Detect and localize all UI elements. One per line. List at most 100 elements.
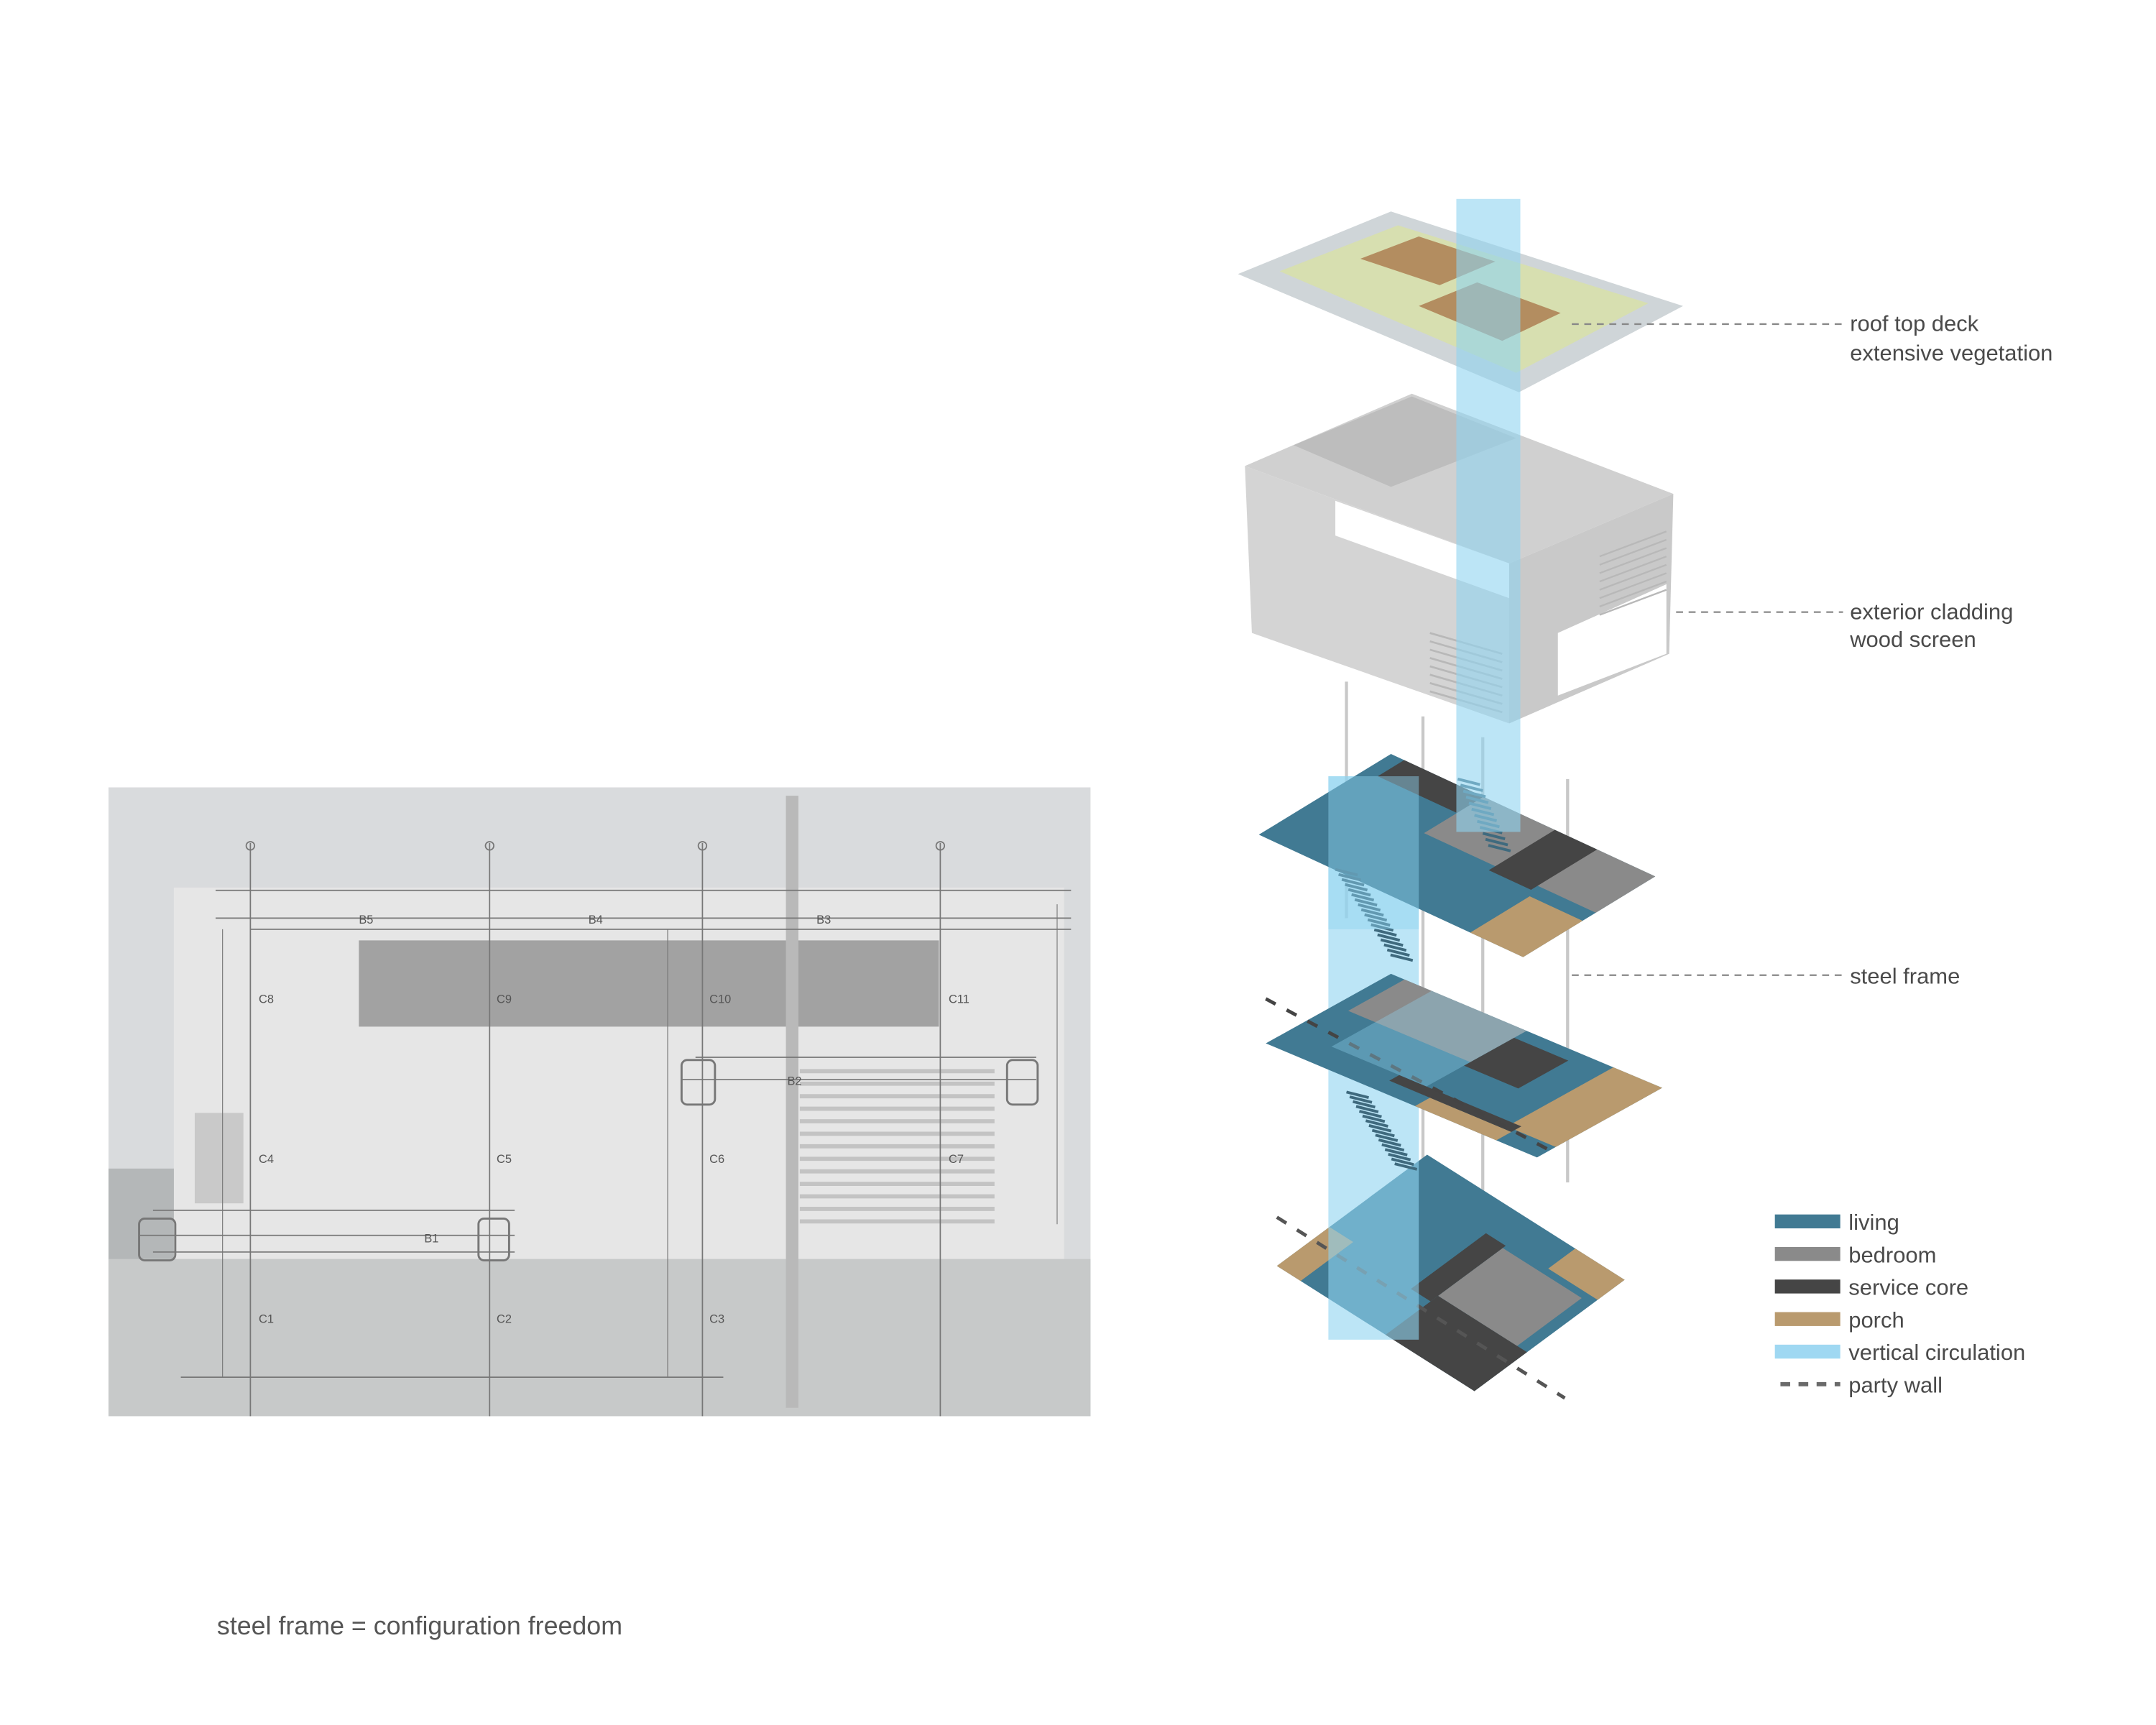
connection-plate xyxy=(477,1218,510,1261)
wood-screen-slat xyxy=(1599,580,1667,607)
callout-roof-line2: extensive vegetation xyxy=(1850,340,2053,365)
stair-tread xyxy=(1388,1152,1411,1162)
stair-tread xyxy=(1384,1148,1408,1156)
beam-label: B2 xyxy=(787,1075,801,1088)
legend-label: party wall xyxy=(1848,1372,1943,1397)
photo-ground xyxy=(108,1259,1091,1417)
stair-tread xyxy=(1391,1157,1414,1167)
column-label: C7 xyxy=(949,1153,964,1166)
beam-label: B4 xyxy=(589,914,603,926)
cladding-front xyxy=(1245,466,1509,724)
connection-plate xyxy=(138,1218,177,1261)
wood-screen-slat xyxy=(1599,530,1667,558)
stair-tread xyxy=(1488,844,1511,852)
wood-screen-slat xyxy=(1599,538,1667,566)
shaft-overlay-middle xyxy=(1331,990,1527,1087)
column-label: C11 xyxy=(949,993,969,1006)
grid-bubble xyxy=(245,841,256,851)
stair-tread xyxy=(1351,893,1375,902)
floor-middle-bedroom xyxy=(1348,979,1527,1062)
floor-top-porch xyxy=(1470,896,1583,957)
vertical-circulation-top xyxy=(1328,776,1419,929)
legend-swatch xyxy=(1774,1312,1841,1326)
stair-tread xyxy=(1371,1128,1395,1138)
wood-screen-slat xyxy=(1599,556,1667,583)
grid-bubble xyxy=(935,841,946,851)
legend-label: bedroom xyxy=(1848,1242,1936,1267)
legend-item: porch xyxy=(1774,1307,1904,1333)
floor-middle-core-2 xyxy=(1389,1075,1521,1132)
floor-ground-core xyxy=(1385,1295,1527,1392)
stair-tread xyxy=(1386,948,1410,957)
callout-frame-line1: steel frame xyxy=(1850,963,1960,988)
column-label: C2 xyxy=(497,1313,512,1326)
stair-tread xyxy=(1373,928,1397,937)
stair-tread xyxy=(1365,1119,1388,1128)
stair-tread xyxy=(1358,1110,1382,1118)
stair-tread xyxy=(1345,883,1368,892)
caption: steel frame = configuration freedom xyxy=(217,1611,622,1640)
stair-tread xyxy=(1378,1138,1401,1147)
stair-tread xyxy=(1377,933,1401,942)
column-label: C9 xyxy=(497,993,512,1006)
floor-middle-core xyxy=(1464,1037,1569,1089)
stair-tread xyxy=(1482,832,1506,840)
beam-label: B1 xyxy=(424,1232,438,1245)
grid-bubble xyxy=(697,841,708,851)
stair-tread xyxy=(1375,1133,1399,1142)
column-label: C4 xyxy=(259,1153,274,1166)
structural-grid xyxy=(138,841,1072,1417)
legend-label: service core xyxy=(1848,1275,1968,1300)
legend-item: party wall xyxy=(1780,1372,1943,1397)
legend-item: vertical circulation xyxy=(1774,1340,2025,1365)
stair-tread xyxy=(1360,908,1384,917)
floor-middle-porch xyxy=(1414,1098,1511,1141)
wood-screen-slat xyxy=(1599,589,1667,616)
wood-screen-slat xyxy=(1599,572,1667,599)
floor-ground-porch-2 xyxy=(1548,1248,1625,1300)
stair-tread xyxy=(1341,878,1365,887)
beam-label: B5 xyxy=(359,914,373,926)
callout-cladding-line2: wood screen xyxy=(1849,627,1976,652)
photo-door xyxy=(194,1113,244,1204)
stair-tread xyxy=(1346,1090,1369,1099)
stair-tread xyxy=(1358,903,1381,912)
floor-middle-porch-2 xyxy=(1506,1067,1662,1147)
photo-utility-pole xyxy=(786,796,798,1408)
legend-item: bedroom xyxy=(1774,1242,1936,1267)
stair-tread xyxy=(1353,1100,1376,1109)
column-label: C1 xyxy=(259,1313,274,1326)
floor-top-core-2 xyxy=(1488,829,1598,891)
column-label: C3 xyxy=(709,1313,724,1326)
stair-tread xyxy=(1338,873,1362,882)
legend-label: vertical circulation xyxy=(1848,1340,2025,1365)
exploded-axonometric xyxy=(1238,198,1683,1400)
legend-swatch xyxy=(1774,1279,1841,1294)
photo-wood-screen xyxy=(799,1069,995,1224)
legend-label: porch xyxy=(1848,1307,1904,1333)
column-label: C6 xyxy=(709,1153,724,1166)
legend-item: living xyxy=(1774,1210,1899,1235)
stair-tread xyxy=(1349,1095,1373,1104)
stair-tread xyxy=(1381,1143,1405,1152)
stair-tread xyxy=(1390,953,1414,962)
party-wall-middle xyxy=(1265,997,1559,1156)
floor-ground-core-2 xyxy=(1411,1233,1506,1302)
stair-tread xyxy=(1368,1124,1392,1133)
vertical-circulation-upper xyxy=(1456,198,1521,832)
legend-swatch xyxy=(1774,1214,1841,1229)
stair-tread xyxy=(1348,888,1371,897)
party-wall-ground xyxy=(1276,1215,1566,1400)
stair-tread xyxy=(1355,1105,1379,1113)
callout-roof: roof top deck extensive vegetation xyxy=(1572,311,2053,365)
floor-top-living xyxy=(1258,754,1656,957)
connection-plate xyxy=(1005,1059,1039,1106)
wood-screen-slat xyxy=(1599,547,1667,574)
column-label: C8 xyxy=(259,993,274,1006)
connection-plate xyxy=(680,1059,717,1106)
stair-tread xyxy=(1367,918,1391,927)
stair-tread xyxy=(1364,913,1388,922)
